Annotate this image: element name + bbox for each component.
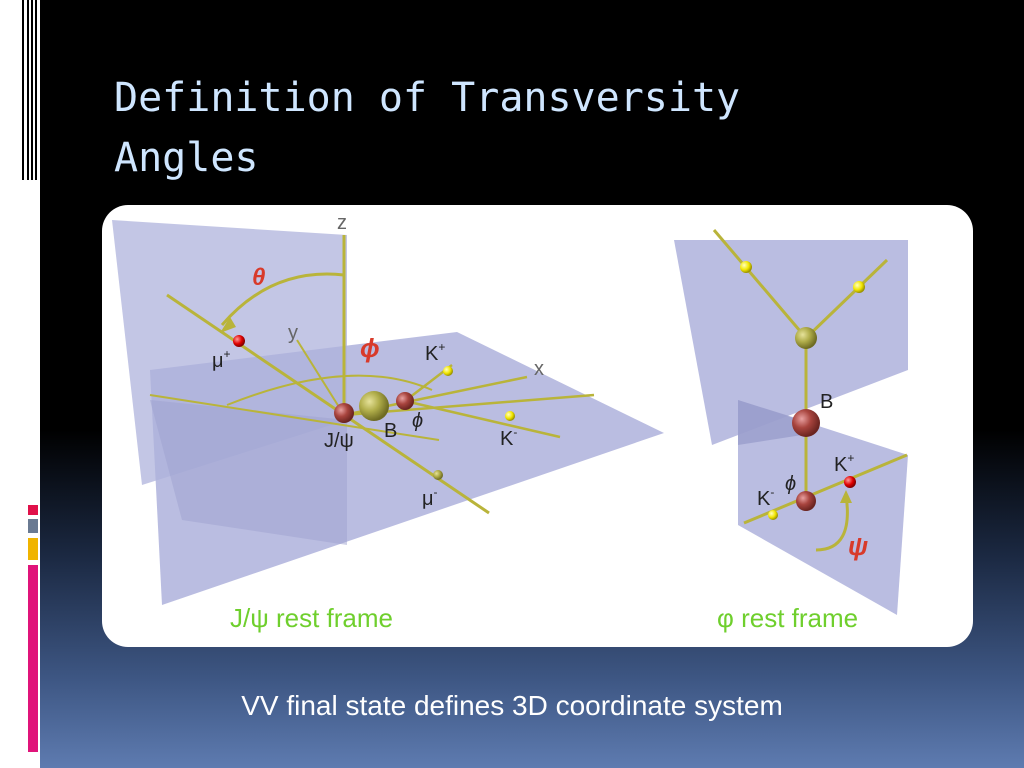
phi-meson-label-right: ϕ — [785, 473, 796, 495]
accent-bar-yellow — [28, 538, 38, 560]
y-label: y — [288, 322, 298, 344]
upper-left-arm — [712, 229, 808, 339]
mu-plus-label: μ+ — [212, 347, 231, 372]
k-minus-label-right: K- — [757, 485, 774, 510]
jpsi-ball-right — [795, 327, 817, 349]
k-minus-ball — [505, 411, 515, 421]
theta-arrowhead — [220, 317, 236, 333]
k-plus-ball-right — [844, 476, 856, 488]
jpsi-ball — [334, 403, 354, 423]
right-diagram: B ϕ ψ K+ K- — [674, 229, 908, 615]
strip-lines — [22, 0, 40, 180]
figure-panel: z y x θ ϕ ϕ μ+ μ- K+ K- J/ψ B — [102, 205, 973, 647]
left-caption: J/ψ rest frame — [230, 603, 394, 633]
k-minus-label: K- — [500, 425, 517, 450]
psi-arc — [815, 494, 849, 552]
mu-minus-ball — [433, 470, 443, 480]
accent-bar-red — [28, 505, 38, 515]
upper-right-ball — [853, 281, 865, 293]
psi-label: ψ — [848, 531, 868, 561]
accent-bar-gray — [28, 519, 38, 533]
vertical-plane-lower — [150, 400, 347, 545]
phi-meson-label: ϕ — [412, 410, 423, 432]
k-plus-label: K+ — [425, 340, 445, 365]
phi-meson-ball-right — [796, 491, 816, 511]
z-label: z — [337, 212, 347, 234]
k-plus-ball — [443, 366, 453, 376]
b-label: B — [384, 420, 397, 442]
phi-angle-label: ϕ — [360, 333, 380, 363]
theta-arc — [220, 272, 345, 326]
phi-meson-ball — [396, 392, 414, 410]
mu-plus-ball — [233, 335, 245, 347]
bottom-caption: VV final state defines 3D coordinate sys… — [241, 690, 783, 721]
k-line — [404, 399, 561, 439]
slide-title: Definition of Transversity Angles — [114, 75, 741, 181]
accent-bar-pink — [28, 565, 38, 752]
jpsi-label: J/ψ — [324, 430, 354, 452]
k-minus-ball-right — [768, 510, 778, 520]
x-label: x — [534, 358, 544, 380]
k-plus-label-right: K+ — [834, 451, 854, 476]
theta-label: θ — [252, 264, 265, 291]
mu-minus-label: μ- — [422, 485, 438, 510]
left-diagram: z y x θ ϕ ϕ μ+ μ- K+ K- J/ψ B — [112, 212, 664, 605]
upper-left-ball — [740, 261, 752, 273]
plane-edge-line — [149, 394, 440, 441]
upper-plane — [674, 240, 908, 445]
lower-plane — [738, 400, 908, 615]
psi-arrowhead — [840, 490, 852, 503]
phi-arc — [226, 374, 433, 406]
b-meson-ball — [359, 391, 389, 421]
overlap-shade — [738, 400, 802, 445]
upper-right-arm — [804, 258, 889, 340]
right-caption: φ rest frame — [717, 603, 859, 633]
transversity-figure: z y x θ ϕ ϕ μ+ μ- K+ K- J/ψ B — [112, 212, 908, 615]
b-meson-ball-right — [792, 409, 820, 437]
b-label-right: B — [820, 391, 833, 413]
